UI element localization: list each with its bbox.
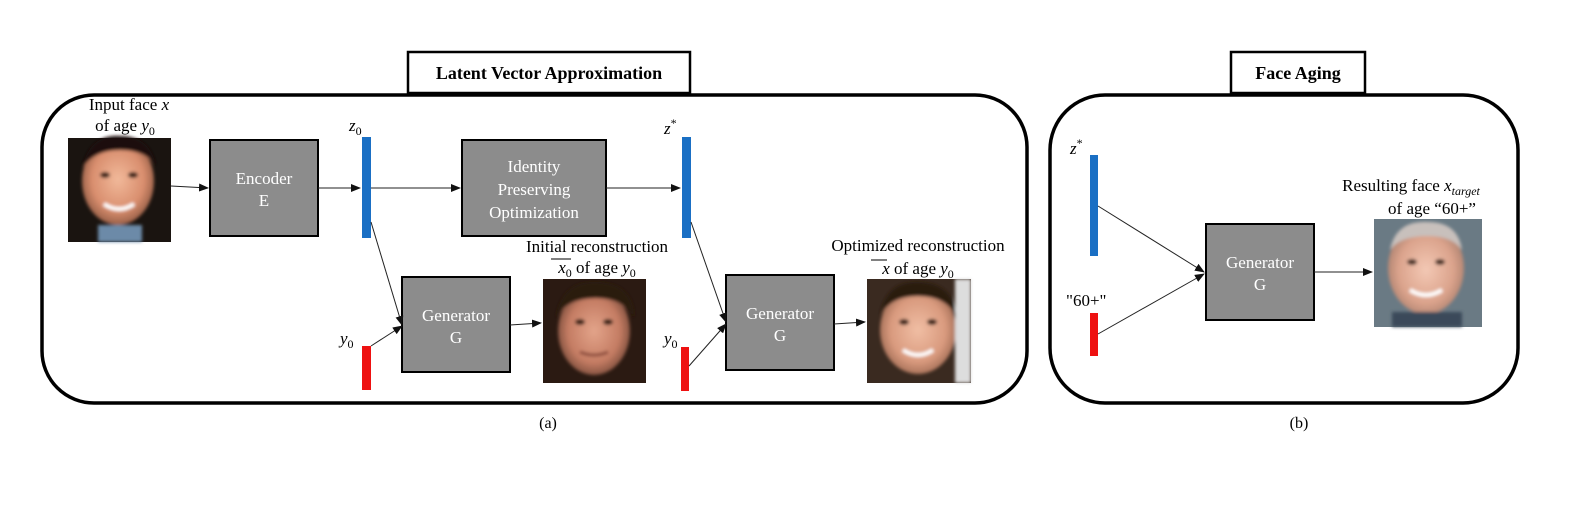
edge-generator-2-to-optimized-recon bbox=[833, 318, 866, 327]
result-face-label-2: of age “60+” bbox=[1388, 199, 1476, 218]
optimized-recon-label-1: Optimized reconstruction bbox=[831, 236, 1005, 255]
panel-b-generator-label: Generator bbox=[1226, 253, 1294, 272]
panel-b-caption: (b) bbox=[1290, 415, 1309, 432]
edge-age-to-generator-b bbox=[1097, 273, 1205, 335]
panel-a-title-box bbox=[406, 50, 692, 95]
z0-latent-bar bbox=[362, 137, 371, 238]
panel-a-caption: (a) bbox=[539, 415, 557, 432]
edge-y0-to-generator-2 bbox=[688, 323, 727, 367]
edge-input-to-encoder bbox=[170, 183, 209, 192]
panel-b-zstar-latent-bar bbox=[1090, 155, 1098, 256]
panel-b-age-label: "60+" bbox=[1066, 291, 1106, 310]
encoder-box bbox=[209, 139, 319, 237]
zstar-label: z* bbox=[663, 116, 677, 138]
panel-b-age-bar bbox=[1090, 313, 1098, 356]
edge-z0-to-generator-1 bbox=[370, 221, 404, 326]
initial-recon-label-1: Initial reconstruction bbox=[526, 237, 669, 256]
optimized-recon-label-2: x of age y0 bbox=[881, 259, 954, 281]
input-face-image bbox=[68, 135, 171, 242]
y0-label-2: y0 bbox=[662, 329, 678, 351]
ipo-label-1: Identity bbox=[508, 157, 561, 176]
zstar-latent-bar bbox=[682, 137, 691, 238]
result-face-label-1: Resulting face xtarget bbox=[1342, 176, 1480, 198]
edge-zstar-to-generator-2 bbox=[690, 221, 727, 323]
y0-age-bar-2 bbox=[681, 347, 689, 391]
generator-1-symbol: G bbox=[450, 328, 462, 347]
optimized-reconstruction-image bbox=[867, 279, 971, 383]
panel-a-title: Latent Vector Approximation bbox=[436, 63, 662, 83]
edge-zstar-to-generator-b bbox=[1097, 205, 1205, 273]
encoder-label: Encoder bbox=[236, 169, 293, 188]
encoder-symbol: E bbox=[259, 191, 269, 210]
ipo-label-2: Preserving bbox=[498, 180, 571, 199]
panel-b-title-box bbox=[1229, 50, 1367, 95]
z0-label: z0 bbox=[348, 116, 362, 138]
y0-label-1: y0 bbox=[338, 329, 354, 351]
edge-y0-to-generator-1 bbox=[370, 325, 403, 347]
input-face-label-2: of age y0 bbox=[95, 116, 155, 138]
edge-generator-1-to-initial-recon bbox=[509, 319, 542, 328]
panel-b-title: Face Aging bbox=[1255, 63, 1341, 83]
generator-1-label: Generator bbox=[422, 306, 490, 325]
panel-b-zstar-label: z* bbox=[1069, 136, 1083, 158]
initial-recon-label-2: x0 of age y0 bbox=[557, 258, 636, 280]
panel-b-generator-box bbox=[1205, 223, 1315, 321]
generator-2-label: Generator bbox=[746, 304, 814, 323]
panel-b-frame bbox=[1048, 93, 1520, 405]
input-face-label-1: Input face x bbox=[89, 95, 170, 114]
result-face-image bbox=[1374, 219, 1482, 327]
initial-reconstruction-image bbox=[543, 279, 646, 383]
y0-age-bar-1 bbox=[362, 346, 371, 390]
panel-a-frame bbox=[40, 93, 1029, 405]
panel-b-generator-symbol: G bbox=[1254, 275, 1266, 294]
generator-2-symbol: G bbox=[774, 326, 786, 345]
ipo-label-3: Optimization bbox=[489, 203, 579, 222]
generator-2-box bbox=[725, 274, 835, 371]
